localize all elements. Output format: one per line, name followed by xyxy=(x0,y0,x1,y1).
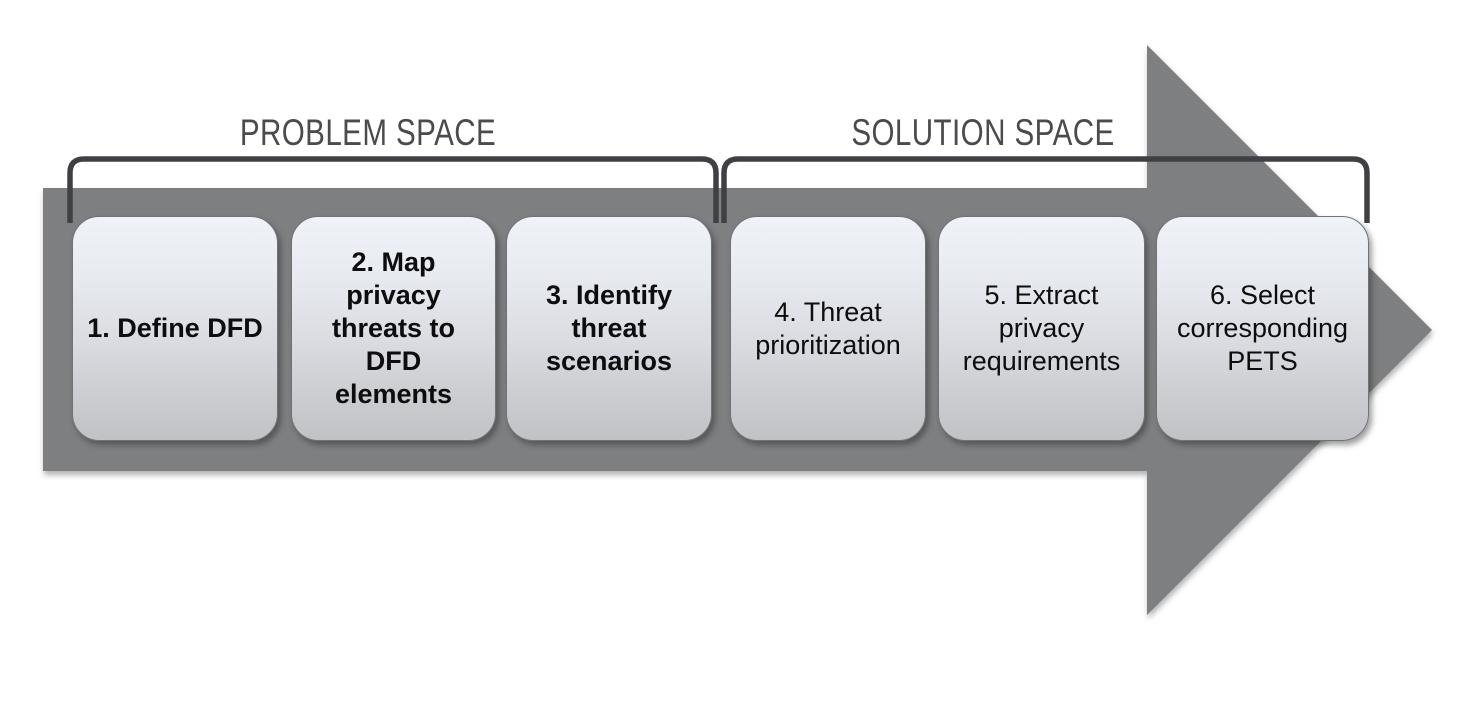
step-label-3: 3. Identify threat scenarios xyxy=(545,280,673,376)
problem-space-bracket xyxy=(67,156,719,223)
step-box-4-threat-prioritization: 4. Threat prioritization xyxy=(730,216,926,441)
step-box-2-map-privacy-threats: 2. Map privacy threats to DFD elements xyxy=(291,216,496,441)
solution-space-bracket xyxy=(721,156,1370,223)
step-label-5: 5. Extract privacy requirements xyxy=(962,280,1121,376)
problem-space-label: PROBLEM SPACE xyxy=(239,112,497,153)
step-box-5-extract-privacy-requirements: 5. Extract privacy requirements xyxy=(938,216,1145,441)
step-box-3-identify-threat-scenarios: 3. Identify threat scenarios xyxy=(506,216,712,441)
step-label-6: 6. Select corresponding PETS xyxy=(1176,280,1349,376)
step-label-4: 4. Threat prioritization xyxy=(755,296,901,360)
step-label-2: 2. Map privacy threats to DFD elements xyxy=(331,247,456,409)
step-box-1-define-dfd: 1. Define DFD xyxy=(72,216,278,441)
step-box-6-select-corresponding-pets: 6. Select corresponding PETS xyxy=(1156,216,1369,441)
step-label-1: 1. Define DFD xyxy=(87,313,263,343)
solution-space-label: SOLUTION SPACE xyxy=(851,112,1115,153)
